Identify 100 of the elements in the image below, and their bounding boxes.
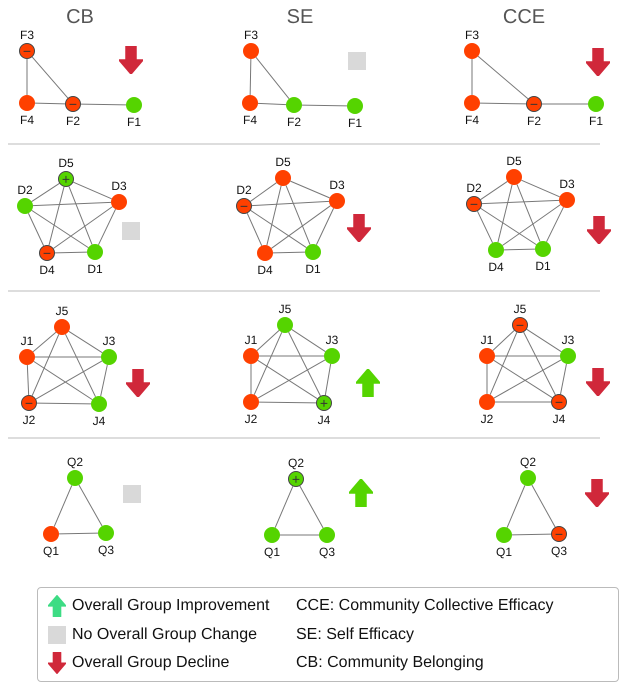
node-label: F4	[243, 114, 257, 127]
node-label: D5	[506, 155, 522, 168]
network-node: +	[316, 395, 332, 411]
network-node: −	[512, 317, 528, 333]
network-node: −	[39, 245, 55, 261]
edge-line	[250, 58, 252, 96]
edge-line	[254, 332, 282, 396]
node-label: F4	[20, 114, 34, 127]
edge-line	[502, 204, 561, 246]
edge-line	[302, 104, 348, 106]
node-label: J5	[56, 305, 68, 318]
edge-line	[100, 364, 108, 397]
edge-line	[531, 484, 556, 528]
node-label: J4	[318, 414, 330, 427]
edge-line	[274, 486, 294, 528]
node-label: J1	[244, 334, 258, 347]
node-label: Q2	[288, 457, 304, 470]
edge-line	[250, 210, 307, 248]
edge-line	[492, 330, 515, 352]
edge-line	[28, 212, 44, 246]
edge-line	[258, 102, 286, 106]
node-label: F1	[348, 117, 362, 130]
edge-line	[523, 332, 556, 396]
edge-line	[291, 328, 326, 352]
node-label: D5	[275, 156, 291, 169]
node-label: D5	[58, 157, 74, 170]
node-label: J3	[102, 335, 116, 348]
edge-line	[546, 206, 564, 242]
edge-line	[476, 210, 494, 244]
edge-line	[98, 208, 116, 246]
edge-line	[35, 360, 103, 400]
edge-line	[316, 208, 334, 246]
node-label: D4	[257, 264, 273, 277]
edge-line	[272, 252, 306, 254]
node-label: J1	[20, 335, 34, 348]
node-label: J1	[480, 334, 494, 347]
column-heading: CCE	[502, 6, 546, 29]
node-label: Q1	[43, 545, 59, 558]
edge-line	[78, 484, 103, 527]
edge-line	[516, 184, 540, 242]
node-label: Q2	[67, 456, 83, 469]
edge-line	[36, 402, 92, 404]
network-node: −	[21, 395, 37, 411]
node-label: F1	[127, 116, 141, 129]
edge-line	[324, 363, 332, 396]
edge-line	[54, 484, 72, 528]
abbreviation-note: CCE: Community Collective Efficacy	[296, 596, 554, 616]
node-label: J5	[514, 303, 526, 316]
edge-line	[288, 332, 321, 396]
edge-line	[34, 356, 102, 358]
legend-text: No Overall Group Change	[72, 626, 257, 644]
edge-line	[266, 185, 282, 246]
node-label: D2	[236, 184, 252, 197]
edge-line	[80, 104, 126, 106]
node-label: F4	[465, 114, 479, 127]
edge-line	[250, 182, 277, 202]
edge-line	[299, 486, 324, 528]
network-node: −	[526, 96, 542, 112]
node-label: J2	[244, 413, 258, 426]
node-label: J4	[92, 415, 106, 428]
abbreviation-note: CB: Community Belonging	[296, 653, 484, 673]
edge-line	[34, 102, 66, 104]
network-node: −	[236, 198, 252, 214]
node-label: D1	[87, 263, 103, 276]
edge-line	[506, 484, 526, 528]
edge-line	[48, 186, 64, 246]
edge-line	[560, 363, 567, 395]
edge-line	[72, 182, 112, 200]
node-label: J4	[552, 413, 566, 426]
column-heading: SE	[286, 6, 314, 29]
node-label: D4	[39, 264, 55, 277]
node-label: J2	[480, 413, 494, 426]
node-label: F3	[244, 29, 258, 42]
edge-line	[68, 330, 103, 354]
edge-line	[256, 330, 280, 352]
node-label: F2	[287, 116, 301, 129]
edge-line	[497, 184, 513, 243]
edge-line	[64, 334, 96, 398]
node-label: D4	[488, 261, 504, 274]
edge-line	[33, 360, 93, 400]
node-label: D1	[535, 260, 551, 273]
edge-line	[486, 364, 488, 394]
edge-line	[58, 532, 98, 534]
network-node: −	[65, 96, 81, 112]
edge-line	[280, 534, 320, 536]
node-label: Q3	[319, 546, 335, 559]
network-node: +	[58, 171, 74, 187]
node-label: Q1	[264, 546, 280, 559]
edge-line	[480, 102, 526, 104]
edge-line	[255, 56, 290, 100]
legend-text: Overall Group Decline	[72, 654, 230, 672]
node-label: J3	[562, 334, 574, 347]
node-label: J5	[278, 303, 292, 316]
node-label: D2	[17, 184, 33, 197]
edge-line	[286, 184, 310, 246]
edge-line	[26, 364, 30, 396]
edge-line	[493, 360, 553, 398]
edge-line	[53, 206, 113, 249]
abbreviation-note: SE: Self Efficacy	[296, 625, 414, 645]
node-label: Q3	[551, 545, 567, 558]
